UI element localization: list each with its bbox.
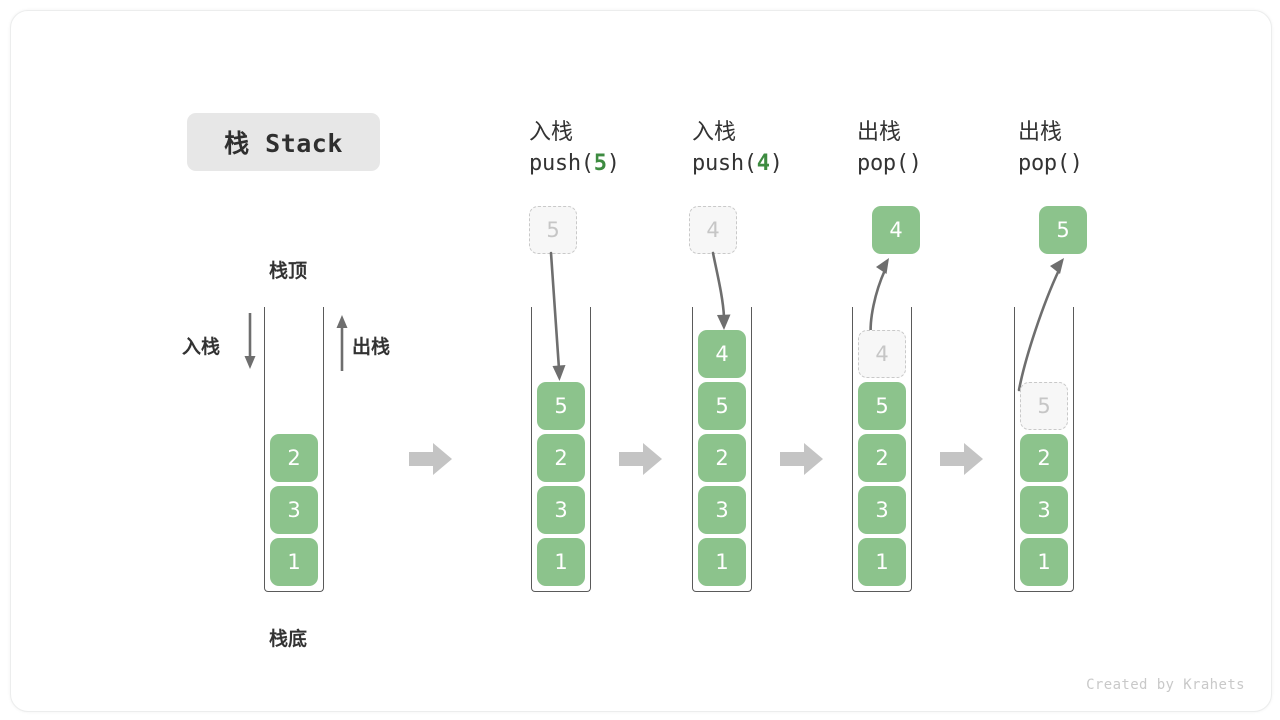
code-prefix: pop( [1018,151,1070,177]
stack-bottom-label: 栈底 [269,628,308,650]
caption-code: push(5) [529,148,699,179]
stack-cell-push-4-1: 5 [698,382,746,430]
pop-arrow-icon-5 [1017,258,1064,392]
overview-pop-label: 出栈 [352,336,391,358]
step-caption-pop-2: 出栈 pop() [1018,117,1188,179]
flow-arrow-icon-1 [409,443,452,475]
cell-value: 4 [706,218,720,242]
cell-value: 3 [875,498,889,522]
push-arrow-icon-4 [711,251,731,330]
code-arg: 4 [756,151,770,177]
step-caption-push-4: 入栈 push(4) [692,117,862,179]
cell-value: 5 [546,218,560,242]
stack-top-label: 栈顶 [269,260,308,282]
cell-value: 2 [715,446,729,470]
stack-cell-push-5-3: 1 [537,538,585,586]
stack-cell-push-5-1: 2 [537,434,585,482]
stack-cell-pop-2-2: 3 [1020,486,1068,534]
stack-cell-push-4-4: 1 [698,538,746,586]
code-suffix: ) [908,151,922,177]
footer-credit: Created by Krahets [1086,677,1245,693]
code-prefix: push( [692,151,757,177]
stack-cell-push-5-0: 5 [537,382,585,430]
flow-arrow-icon-2 [619,443,662,475]
code-suffix: ) [769,151,783,177]
diagram-canvas: 栈 Stack 栈顶 入栈 出栈 2 3 1 栈底 [10,10,1272,712]
push-arrow-icon-5 [549,251,566,381]
caption-code: pop() [857,148,1027,179]
caption-zh: 入栈 [529,120,574,145]
step-caption-push-5: 入栈 push(5) [529,117,699,179]
floating-cell-pop-2: 5 [1039,206,1087,254]
flow-arrow-icon-3 [780,443,823,475]
cell-value: 1 [554,550,568,574]
stack-cell-push-4-3: 3 [698,486,746,534]
cell-value: 2 [1037,446,1051,470]
stack-cell-pop-1-2: 2 [858,434,906,482]
cell-value: 2 [875,446,889,470]
cell-value: 4 [875,342,889,366]
title-badge-label: 栈 Stack [224,129,343,158]
cell-value: 1 [287,550,301,574]
code-prefix: push( [529,151,594,177]
cell-value: 1 [1037,550,1051,574]
overview-cell-1: 3 [270,486,318,534]
overview-cell-0: 2 [270,434,318,482]
floating-cell-pop-1: 4 [872,206,920,254]
code-arg: 5 [593,151,607,177]
floating-cell-push-5: 5 [529,206,577,254]
cell-value: 3 [715,498,729,522]
caption-zh: 入栈 [692,120,737,145]
cell-value: 3 [554,498,568,522]
cell-value: 4 [889,218,903,242]
overview-push-label: 入栈 [182,336,221,358]
stack-container-push-4 [692,307,752,592]
stack-cell-pop-1-4: 1 [858,538,906,586]
cell-value: 5 [1037,394,1051,418]
code-prefix: pop( [857,151,909,177]
stack-cell-push-4-2: 2 [698,434,746,482]
stack-container-push-5 [531,307,591,592]
cell-value: 2 [554,446,568,470]
overview-push-arrow-icon [244,313,256,369]
stack-cell-pop-2-1: 2 [1020,434,1068,482]
caption-code: pop() [1018,148,1188,179]
title-badge: 栈 Stack [187,113,380,171]
stack-cell-pop-1-3: 3 [858,486,906,534]
stack-cell-push-5-2: 3 [537,486,585,534]
stack-container-pop-2 [1014,307,1074,592]
cell-value: 3 [287,498,301,522]
stack-cell-pop-1-0: 4 [858,330,906,378]
caption-zh: 出栈 [1018,120,1063,145]
caption-zh: 出栈 [857,120,902,145]
cell-value: 4 [715,342,729,366]
cell-value: 1 [875,550,889,574]
cell-value: 5 [554,394,568,418]
overview-cell-2: 1 [270,538,318,586]
overview-pop-arrow-icon [336,315,348,371]
stack-container-pop-1 [852,307,912,592]
overview-stack-container [264,307,324,592]
stack-cell-push-4-0: 4 [698,330,746,378]
cell-value: 3 [1037,498,1051,522]
code-suffix: ) [1069,151,1083,177]
cell-value: 1 [715,550,729,574]
stack-cell-pop-1-1: 5 [858,382,906,430]
cell-value: 5 [875,394,889,418]
cell-value: 5 [1056,218,1070,242]
stack-cell-pop-2-0: 5 [1020,382,1068,430]
flow-arrow-icon-4 [940,443,983,475]
stack-cell-pop-2-3: 1 [1020,538,1068,586]
cell-value: 2 [287,446,301,470]
cell-value: 5 [715,394,729,418]
code-suffix: ) [606,151,620,177]
step-caption-pop-1: 出栈 pop() [857,117,1027,179]
caption-code: push(4) [692,148,862,179]
floating-cell-push-4: 4 [689,206,737,254]
